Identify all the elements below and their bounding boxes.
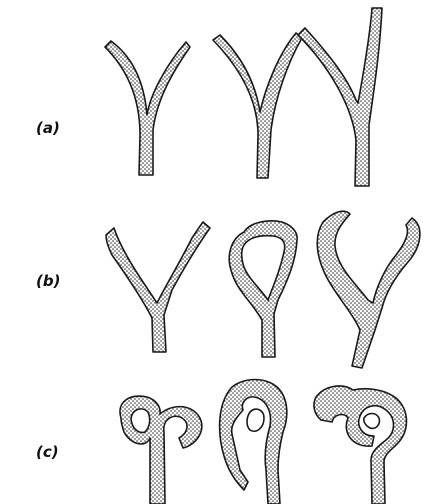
row-a-group bbox=[105, 8, 382, 186]
fork-a2 bbox=[213, 33, 302, 178]
row-label-a: (a) bbox=[36, 119, 60, 137]
fork-b3 bbox=[317, 211, 420, 368]
fork-a3 bbox=[298, 8, 382, 186]
row-b-group bbox=[106, 211, 420, 368]
fork-a1 bbox=[105, 41, 190, 175]
hook-c3-inner bbox=[364, 414, 380, 429]
hook-c1 bbox=[120, 396, 202, 504]
hook-c2 bbox=[220, 380, 287, 504]
hook-c3 bbox=[314, 386, 407, 504]
fork-b1 bbox=[106, 222, 210, 352]
hook-c2-inner bbox=[247, 409, 264, 431]
row-c-group bbox=[120, 380, 407, 504]
row-label-c: (c) bbox=[36, 443, 59, 461]
row-label-b: (b) bbox=[36, 272, 60, 290]
